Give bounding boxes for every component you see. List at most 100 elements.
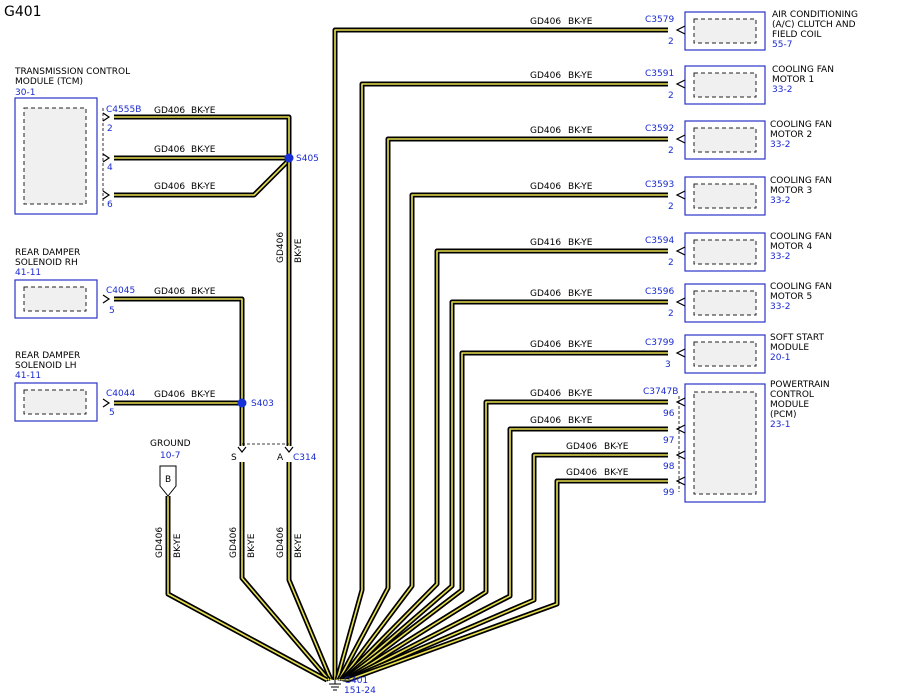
connector-arrow-icon xyxy=(675,134,686,144)
wire-id-label: GD406 xyxy=(530,17,561,27)
wire-color-label: BK-YE xyxy=(191,145,216,155)
component-name: MOTOR 2 xyxy=(770,130,812,140)
connector-arrow-icon xyxy=(284,446,294,453)
ground-point-g401[interactable]: G401 151-24 xyxy=(329,676,376,696)
wire-c314-s-to-ground xyxy=(239,462,331,682)
component-name: AIR CONDITIONING xyxy=(772,10,858,20)
pin-label: 2 xyxy=(668,91,674,101)
soft-start-component[interactable]: C3799 3 SOFT START MODULE 20-1 xyxy=(645,333,824,374)
pin-label: 98 xyxy=(663,462,675,472)
wire-color-label: BK-YE xyxy=(191,390,216,400)
pcm-component[interactable]: C3747B 96 97 98 99 POWERTRAIN CONTROL MO… xyxy=(643,380,830,503)
connector-arrow-icon xyxy=(237,446,247,453)
splice-label: S405 xyxy=(296,154,319,164)
component-name: COOLING FAN xyxy=(770,120,832,130)
splice-s405-icon[interactable] xyxy=(284,153,294,163)
cooling-fan-4-component[interactable]: C3594 2 COOLING FAN MOTOR 4 33-2 xyxy=(645,232,832,272)
cooling-fan-3-component[interactable]: C3593 2 COOLING FAN MOTOR 3 33-2 xyxy=(645,176,832,216)
pin-label: 4 xyxy=(107,163,113,173)
component-name: SOLENOID RH xyxy=(15,258,78,268)
tcm-component[interactable]: TRANSMISSION CONTROL MODULE (TCM) 30-1 C… xyxy=(14,67,141,215)
connector-arrow-icon xyxy=(102,190,111,200)
wire-pcm-99 xyxy=(347,478,668,683)
component-name: COOLING FAN xyxy=(772,65,834,75)
pin-label: 5 xyxy=(109,306,115,316)
pin-label: 2 xyxy=(668,146,674,156)
pin-label: 6 xyxy=(107,200,113,210)
wire-color-label: BK-YE xyxy=(568,17,593,27)
connector-label: C4044 xyxy=(106,389,135,399)
component-ref: 33-2 xyxy=(770,302,790,312)
component-name: (PCM) xyxy=(770,410,797,420)
connector-label: C3592 xyxy=(645,124,674,134)
cooling-fan-5-component[interactable]: C3596 2 COOLING FAN MOTOR 5 33-2 xyxy=(645,282,832,323)
wire-color-label: BK-YE xyxy=(294,533,304,558)
wire-tcm-6 xyxy=(114,158,291,198)
ground-ref: 10-7 xyxy=(160,451,180,461)
wire-damper-rh xyxy=(114,296,245,403)
wire-color-label: BK-YE xyxy=(173,533,183,558)
component-name: MOTOR 4 xyxy=(770,242,813,252)
component-name: COOLING FAN xyxy=(770,176,832,186)
wire-ac-clutch xyxy=(332,27,668,680)
connector-label: C3596 xyxy=(645,287,674,297)
wire-id-label: GD406 xyxy=(530,340,561,350)
wire-color-label: BK-YE xyxy=(568,238,593,248)
wire-fan-1 xyxy=(334,81,668,681)
wire-color-label: BK-YE xyxy=(568,71,593,81)
wire-color-label: BK-YE xyxy=(191,106,216,116)
component-ref: 23-1 xyxy=(770,420,790,430)
cooling-fan-2-component[interactable]: C3592 2 COOLING FAN MOTOR 2 33-2 xyxy=(645,120,832,160)
component-inner xyxy=(693,127,757,153)
connector-arrow-icon xyxy=(675,190,686,200)
wire-id-label: GD406 xyxy=(530,389,561,399)
wire-id-label: GD406 xyxy=(530,182,561,192)
wire-fan-2 xyxy=(336,136,668,682)
component-ref: 41-11 xyxy=(15,371,41,381)
wire-id-label: GD406 xyxy=(276,232,286,263)
ground-label: GROUND xyxy=(150,439,191,449)
ac-clutch-component[interactable]: C3579 2 AIR CONDITIONING (A/C) CLUTCH AN… xyxy=(645,10,858,51)
splice-s403-icon[interactable] xyxy=(237,398,247,408)
wire-color-label: BK-YE xyxy=(191,287,216,297)
pin-label: B xyxy=(165,475,171,485)
component-ref: 33-2 xyxy=(770,196,790,206)
pin-label: 99 xyxy=(663,488,675,498)
connector-arrow-icon xyxy=(675,297,686,307)
pin-label: 2 xyxy=(668,202,674,212)
damper-rh-component[interactable]: REAR DAMPER SOLENOID RH 41-11 C4045 5 xyxy=(14,248,135,319)
wire-color-label: BK-YE xyxy=(294,238,304,263)
connector-arrow-icon xyxy=(102,398,111,408)
component-name: COOLING FAN xyxy=(770,282,832,292)
wire-color-label: BK-YE xyxy=(568,416,593,426)
component-inner xyxy=(23,389,87,415)
wire-color-label: BK-YE xyxy=(604,442,629,452)
connector-label: C3799 xyxy=(645,338,674,348)
cooling-fan-1-component[interactable]: C3591 2 COOLING FAN MOTOR 1 33-2 xyxy=(645,65,834,105)
wire-color-label: BK-YE xyxy=(568,389,593,399)
wire-id-label: GD406 xyxy=(530,416,561,426)
inline-connector-c314[interactable]: S A C314 xyxy=(231,443,317,463)
connector-arrow-icon xyxy=(675,450,686,460)
damper-lh-component[interactable]: REAR DAMPER SOLENOID LH 41-11 C4044 5 xyxy=(14,351,135,422)
component-name: REAR DAMPER xyxy=(15,248,80,258)
connector-arrow-icon xyxy=(675,79,686,89)
component-ref: 33-2 xyxy=(772,85,792,95)
component-inner xyxy=(693,239,757,265)
component-ref: 30-1 xyxy=(15,88,35,98)
connector-label: C3579 xyxy=(645,15,674,25)
component-name: MOTOR 1 xyxy=(772,75,814,85)
wire-color-label: BK-YE xyxy=(191,182,216,192)
connector-label: C3594 xyxy=(645,236,674,246)
connector-label: C314 xyxy=(293,453,317,463)
wire-labels: GD406 BK-YE GD406 BK-YE GD406 BK-YE GD40… xyxy=(154,17,629,558)
wire-id-label: GD416 xyxy=(530,238,561,248)
connector-arrow-icon xyxy=(102,153,111,163)
component-name: SOFT START xyxy=(770,333,824,343)
component-name: MODULE (TCM) xyxy=(15,77,83,87)
pin-label: 2 xyxy=(668,309,674,319)
ground-component[interactable]: GROUND 10-7 B xyxy=(150,439,191,497)
wire-id-label: GD406 xyxy=(566,442,597,452)
component-name: CONTROL xyxy=(770,390,814,400)
wire-id-label: GD406 xyxy=(530,71,561,81)
